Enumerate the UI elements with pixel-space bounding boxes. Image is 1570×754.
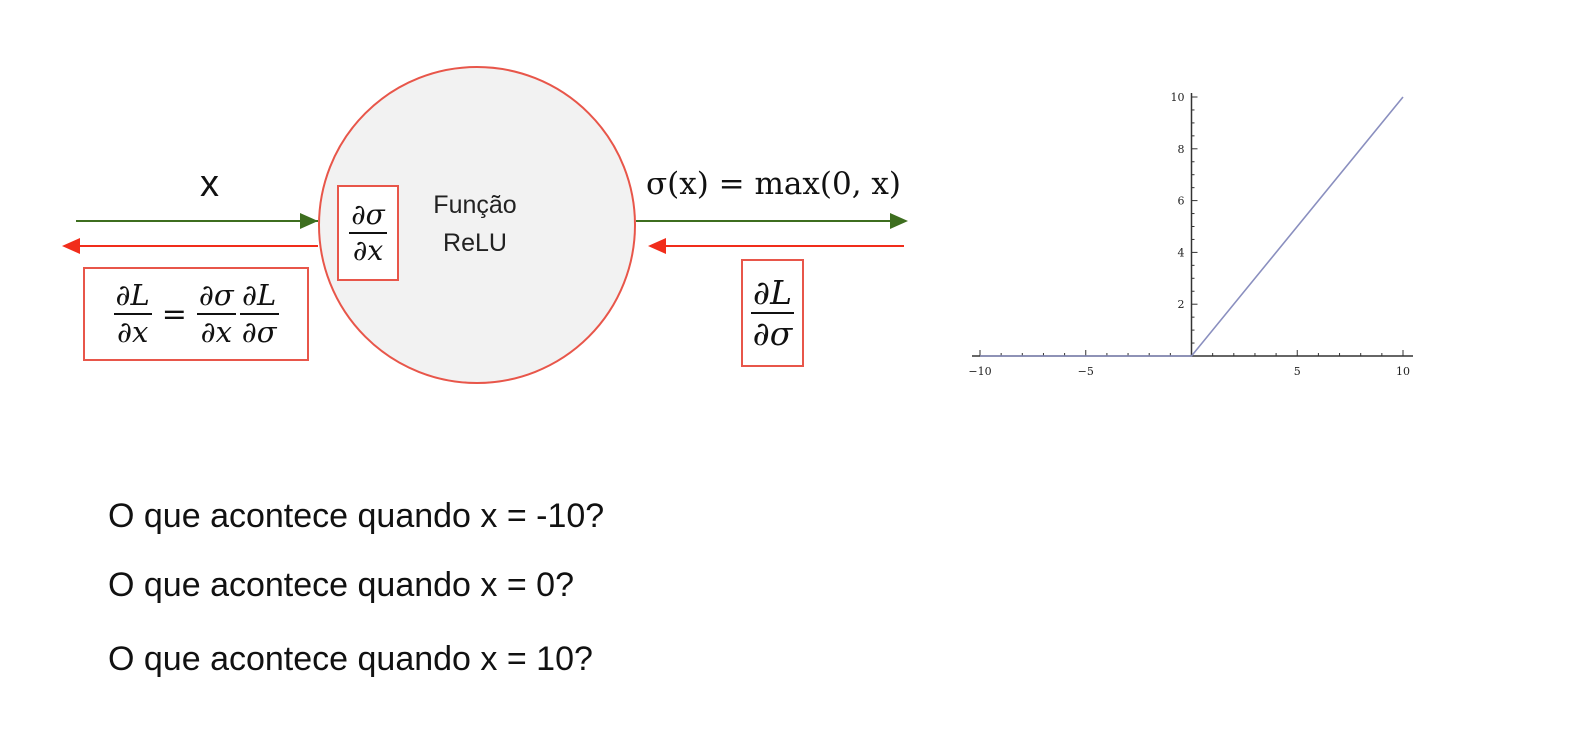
fraction-bar	[196, 313, 236, 315]
relu-node-label-line1: Função	[433, 191, 517, 219]
question-1: O que acontece quando x = -10?	[108, 497, 605, 535]
local-gradient-box: ∂σ ∂x	[337, 185, 399, 281]
x-tick-label: 5	[1294, 365, 1301, 378]
chain-rule-lhs: ∂L ∂x	[113, 278, 152, 349]
backward-input-arrowhead	[648, 238, 666, 254]
chain-rule-lhs-numerator: ∂L	[115, 278, 150, 312]
x-tick-label: −10	[968, 365, 991, 378]
chain-rule-rhs2-numerator: ∂L	[241, 278, 277, 312]
x-tick-label: −5	[1078, 365, 1094, 378]
upstream-gradient-denominator: ∂σ	[752, 314, 793, 353]
local-gradient-fraction: ∂σ ∂x	[349, 201, 387, 265]
chain-rule-rhs1-numerator: ∂σ	[198, 278, 234, 312]
chain-rule-equals: =	[161, 296, 187, 332]
relu-series-line	[980, 96, 1404, 357]
y-tick-label: 6	[1178, 195, 1185, 208]
upstream-gradient-numerator: ∂L	[753, 273, 792, 312]
fraction-bar	[113, 313, 152, 315]
x-tick-label: 10	[1396, 365, 1410, 378]
fraction-bar	[750, 312, 795, 314]
question-3: O que acontece quando x = 10?	[108, 640, 593, 678]
local-gradient-denominator: ∂x	[352, 234, 384, 267]
relu-node-circle	[318, 66, 636, 384]
input-label: x	[200, 163, 219, 205]
chain-rule-box: ∂L ∂x = ∂σ ∂x ∂L ∂σ	[83, 267, 309, 361]
y-tick-label: 8	[1178, 143, 1185, 156]
chain-rule-rhs2-denominator: ∂σ	[241, 315, 277, 349]
output-formula: σ(x) = max(0, x)	[646, 166, 901, 202]
question-2: O que acontece quando x = 0?	[108, 566, 574, 604]
local-gradient-numerator: ∂σ	[351, 198, 385, 231]
chain-rule-rhs1: ∂σ ∂x	[196, 278, 236, 349]
y-tick-label: 10	[1171, 91, 1185, 104]
forward-output-arrowhead	[890, 213, 908, 229]
chain-rule-lhs-denominator: ∂x	[116, 315, 149, 349]
chain-rule-rhs2: ∂L ∂σ	[239, 278, 279, 349]
forward-input-arrowhead	[300, 213, 318, 229]
upstream-gradient-box: ∂L ∂σ	[741, 259, 804, 367]
y-tick-label: 2	[1178, 298, 1185, 311]
upstream-gradient-fraction: ∂L ∂σ	[750, 273, 795, 353]
backward-output-arrowhead	[62, 238, 80, 254]
relu-node-label-line2: ReLU	[443, 229, 507, 257]
fraction-bar	[239, 313, 279, 315]
fraction-bar	[349, 232, 387, 234]
relu-node-label: Função ReLU	[400, 186, 550, 262]
chain-rule-rhs1-denominator: ∂x	[200, 315, 232, 349]
y-tick-label: 4	[1178, 246, 1185, 259]
